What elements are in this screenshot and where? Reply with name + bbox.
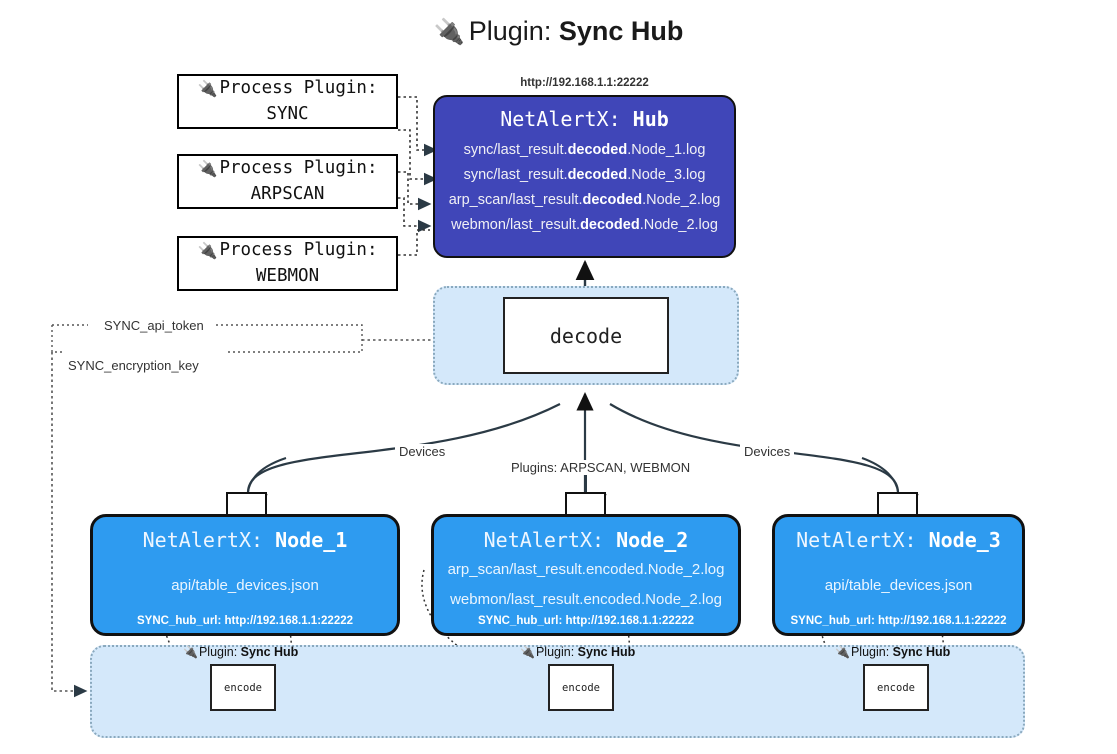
hub-log-line: sync/last_result.decoded.Node_1.log (463, 142, 706, 158)
hub-node[interactable]: NetAlertX: Hub sync/last_result.decoded.… (433, 95, 736, 258)
edge-label-plugins: Plugins: ARPSCAN, WEBMON (507, 460, 695, 475)
node-3[interactable]: NetAlertX: Node_3 api/table_devices.json… (772, 514, 1025, 636)
plug-icon: 🔌 (433, 18, 465, 46)
page-title-name: Sync Hub (558, 16, 684, 46)
encode-box-2[interactable]: encode (548, 664, 614, 711)
process-plugin-webmon[interactable]: 🔌 Process Plugin: WEBMON (177, 236, 398, 291)
node-3-title: NetAlertX: Node_3 (796, 528, 1001, 552)
decode-box[interactable]: decode (503, 297, 669, 374)
process-plugin-name: WEBMON (255, 265, 320, 286)
process-plugin-name: SYNC (266, 103, 309, 124)
process-plugin-name: ARPSCAN (250, 183, 325, 204)
process-plugin-sync-line1: 🔌 Process Plugin: (198, 76, 378, 101)
encode-box-3[interactable]: encode (863, 664, 929, 711)
node-1-title: NetAlertX: Node_1 (142, 528, 348, 552)
hub-title: NetAlertX: Hub (500, 107, 669, 131)
encode-zone-2-caption: 🔌Plugin: Sync Hub (520, 645, 636, 659)
edge-label-devices-right: Devices (740, 444, 795, 459)
hub-log-line: webmon/last_result.decoded.Node_2.log (451, 216, 718, 233)
node-2-hub-url: SYNC_hub_url: http://192.168.1.1:22222 (477, 615, 695, 627)
page-title-prefix: Plugin: (468, 16, 559, 46)
page-title: 🔌Plugin: Sync Hub (0, 16, 1117, 47)
node-2-title: NetAlertX: Node_2 (483, 528, 689, 552)
node-2-line: webmon/last_result.encoded.Node_2.log (450, 591, 722, 609)
hub-title-name: Hub (632, 107, 669, 131)
hub-title-prefix: NetAlertX: (500, 107, 633, 131)
plug-icon: 🔌 (520, 645, 535, 659)
node-3-hub-url: SYNC_hub_url: http://192.168.1.1:22222 (790, 615, 1007, 627)
process-plugin-label: Process Plugin: (219, 158, 378, 179)
process-plugin-arpscan-line1: 🔌 Process Plugin: (198, 156, 378, 181)
node-1-hub-url: SYNC_hub_url: http://192.168.1.1:22222 (136, 615, 354, 627)
node-2-line: arp_scan/last_result.encoded.Node_2.log (447, 561, 725, 578)
process-plugin-sync[interactable]: 🔌 Process Plugin: SYNC (177, 74, 398, 129)
node-2[interactable]: NetAlertX: Node_2 arp_scan/last_result.e… (431, 514, 741, 636)
hub-log-line: sync/last_result.decoded.Node_3.log (463, 166, 706, 183)
hub-log-line: arp_scan/last_result.decoded.Node_2.log (448, 191, 721, 208)
node-1[interactable]: NetAlertX: Node_1 api/table_devices.json… (90, 514, 400, 636)
plug-icon: 🔌 (197, 79, 218, 99)
plug-icon: 🔌 (197, 159, 218, 179)
edge-label-devices-left: Devices (395, 444, 450, 459)
plug-icon: 🔌 (183, 645, 198, 659)
encode-box-1[interactable]: encode (210, 664, 276, 711)
encode-zone-1-caption: 🔌Plugin: Sync Hub (183, 645, 299, 659)
node-3-line: api/table_devices.json (824, 577, 973, 594)
encode-zone-3-caption: 🔌Plugin: Sync Hub (835, 645, 951, 659)
process-plugin-arpscan[interactable]: 🔌 Process Plugin: ARPSCAN (177, 154, 398, 209)
plug-icon: 🔌 (197, 241, 218, 261)
process-plugin-webmon-line1: 🔌 Process Plugin: (198, 238, 378, 263)
node-1-line: api/table_devices.json (171, 577, 319, 594)
plug-icon: 🔌 (835, 645, 850, 659)
sync-api-token-label: SYNC_api_token (100, 318, 208, 333)
process-plugin-label: Process Plugin: (219, 78, 378, 99)
process-plugin-label: Process Plugin: (219, 240, 378, 261)
sync-encryption-key-label: SYNC_encryption_key (64, 358, 203, 373)
hub-url-label: http://192.168.1.1:22222 (520, 77, 649, 89)
